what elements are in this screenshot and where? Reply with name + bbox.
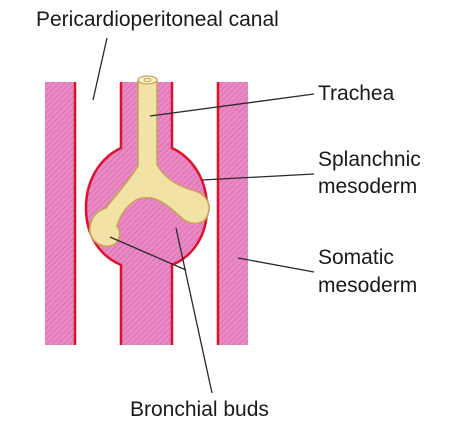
left-somatic-mesoderm (45, 82, 75, 345)
label-somatic-mesoderm: mesoderm (318, 274, 417, 298)
trachea-lumen (138, 76, 157, 84)
label-pericardioperitoneal-canal: Pericardioperitoneal canal (36, 8, 279, 32)
leader-somatic (238, 258, 314, 272)
leader-pericardioperitoneal (93, 38, 107, 100)
label-somatic: Somatic (318, 246, 394, 270)
label-splanchnic-mesoderm: mesoderm (318, 175, 417, 199)
label-splanchnic: Splanchnic (318, 148, 421, 172)
label-bronchial-buds: Bronchial buds (130, 398, 269, 422)
label-trachea: Trachea (318, 82, 394, 106)
right-somatic-mesoderm (218, 82, 248, 345)
leader-bud-right (176, 228, 212, 393)
